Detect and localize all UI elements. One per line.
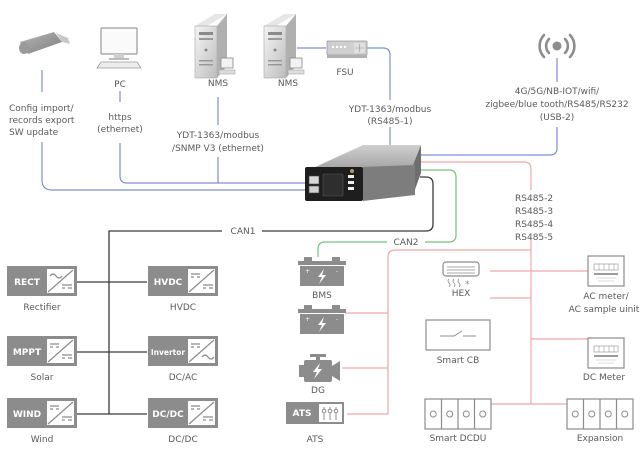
module-code: RECT: [14, 278, 41, 288]
ethernet-lines: [41, 47, 558, 191]
module-label: Wind: [31, 435, 54, 445]
ac-meter-label-2: AC sample uinit: [569, 305, 640, 315]
rs485-lines: [342, 161, 588, 415]
power-module-hvdc: HVDC: [148, 266, 218, 296]
usb-label-2: records export: [9, 116, 75, 126]
usb-label-3: SW update: [9, 128, 59, 138]
module-code: MPPT: [13, 348, 42, 358]
dc-meter-label: DC Meter: [583, 373, 625, 383]
expansion-icon: [566, 398, 634, 430]
nms2-label: NMS: [278, 79, 298, 89]
pc-icon: [96, 27, 142, 69]
module-code: Invertor: [151, 348, 186, 357]
module-label: Rectifier: [23, 303, 61, 313]
expansion-label: Expansion: [577, 434, 623, 444]
can1-label: CAN1: [231, 227, 256, 237]
dg-label: DG: [311, 386, 325, 396]
pc-protocol-2: (ethernet): [97, 125, 143, 135]
rs485-5-label: RS485-5: [515, 233, 553, 243]
can2-line: [317, 169, 457, 257]
fsu-link: [297, 47, 391, 150]
fsu-protocol-1: YDT-1363/modbus: [348, 105, 432, 115]
fsu-label: FSU: [336, 68, 353, 78]
usb-label-1: Config import/: [9, 104, 74, 114]
wireless-label-2: zigbee/blue tooth/RS485/RS232: [485, 100, 628, 110]
module-label: DC/AC: [169, 373, 198, 383]
wireless-label-1: 4G/5G/NB-IOT/wifi/: [515, 87, 600, 97]
circuit-breaker-icon: [425, 319, 491, 351]
smart-cb-label: Smart CB: [437, 356, 480, 366]
power-module-wind: WIND: [7, 398, 77, 428]
usb-stick-icon: [19, 32, 70, 54]
svg-text:-: -: [336, 316, 338, 323]
svg-text:*: *: [465, 280, 470, 290]
nms-protocol-1: YDT-1363/modbus: [176, 131, 260, 141]
module-label: Solar: [31, 373, 54, 383]
rs485-4-label: RS485-4: [515, 220, 553, 230]
battery-icon: + -: [298, 257, 346, 286]
power-module-solar: MPPT: [7, 336, 77, 366]
server-icon: [194, 14, 236, 79]
module-code: WIND: [13, 410, 41, 420]
usb-link: [41, 70, 312, 191]
power-module-rectifier: RECT: [7, 266, 77, 296]
rs485-2-label: RS485-2: [515, 194, 553, 204]
pc-protocol-1: https: [108, 113, 131, 123]
ats-code: ATS: [293, 409, 312, 419]
module-code: HVDC: [154, 278, 183, 288]
power-module-dc-dc: DC/DC: [148, 398, 218, 428]
nms1-label: NMS: [208, 79, 228, 89]
hex-label: HEX: [452, 289, 471, 299]
controller-unit-icon: [305, 145, 421, 201]
module-code: DC/DC: [152, 410, 184, 420]
fsu-device-icon: [326, 40, 368, 58]
ats-switch-icon: [286, 402, 344, 424]
meter-icon: [587, 255, 625, 287]
can1-line: [77, 176, 434, 415]
wireless-label-3: (USB-2): [540, 113, 574, 123]
can2-label: CAN2: [394, 238, 419, 248]
module-label: HVDC: [170, 303, 196, 313]
module-label: DC/DC: [168, 435, 197, 445]
fsu-protocol-2: (RS485-1): [367, 117, 412, 127]
ac-meter-label-1: AC meter/: [583, 292, 629, 302]
svg-text:+: +: [305, 316, 310, 323]
wireless-antenna-icon: [538, 33, 576, 59]
power-module-dc-ac: Invertor: [148, 336, 218, 366]
engine-icon: [299, 354, 340, 382]
battery-icon: + -: [298, 305, 346, 334]
dcdu-icon: [424, 398, 492, 430]
meter-icon: [587, 337, 625, 369]
smart-dcdu-label: Smart DCDU: [430, 434, 487, 444]
svg-text:+: +: [305, 268, 310, 275]
wireless-link: [398, 58, 558, 156]
pc-label: PC: [114, 80, 126, 90]
svg-text:-: -: [336, 268, 338, 275]
ats-label: ATS: [307, 435, 324, 445]
server-icon: [263, 14, 305, 79]
pc-link: [119, 91, 312, 184]
rs485-3-label: RS485-3: [515, 207, 553, 217]
heat-exchanger-icon: *: [442, 261, 480, 290]
bms-label: BMS: [312, 291, 332, 301]
nms-protocol-2: /SNMP V3 (ethernet): [172, 144, 264, 154]
